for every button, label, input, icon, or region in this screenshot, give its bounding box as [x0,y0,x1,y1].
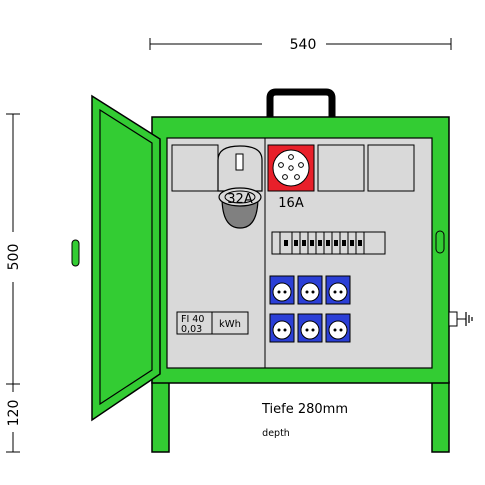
ground-symbol-icon [448,311,473,327]
blank-module-2 [317,144,365,192]
cee-16a-label: 16A [278,196,304,211]
legs-dimension: 120 [6,384,22,453]
left-blank-modules [171,144,219,192]
kwh-label: kWh [219,319,241,330]
schuko-socket [325,275,351,305]
depth-label: Tiefe 280mm [261,402,348,417]
latch [435,230,445,254]
schuko-socket [269,313,295,343]
leg-left [151,381,170,453]
cee-16a-socket: 16A [267,144,315,211]
depth-label-en: depth [262,428,290,439]
schuko-socket [297,313,323,343]
leg-right [431,381,450,453]
width-label: 540 [290,37,317,53]
schuko-socket [269,275,295,305]
cabinet-door [71,94,161,422]
kwh-meter [211,311,249,335]
cee-32a-flap-icon [235,153,244,171]
height-dimension: 500 [6,113,22,385]
width-dimension: 540 [149,37,452,53]
rcd-and-meter: FI 40 0,03 kWh [176,311,249,335]
door-handle-icon [71,239,80,267]
carry-handle-icon [266,88,336,118]
legs-label: 120 [6,400,22,427]
rcd-label-line1: FI 40 [181,314,204,325]
height-label: 500 [6,244,22,271]
blank-module-3 [367,144,415,192]
schuko-socket [325,313,351,343]
circuit-breaker-row [271,231,386,255]
schuko-sockets [269,275,351,343]
schuko-socket [297,275,323,305]
cee-32a-label: 32A [227,192,253,207]
rcd-label-line2: 0,03 [181,324,202,335]
blank-module [171,144,219,192]
cee-32a-socket: 32A [217,145,263,229]
